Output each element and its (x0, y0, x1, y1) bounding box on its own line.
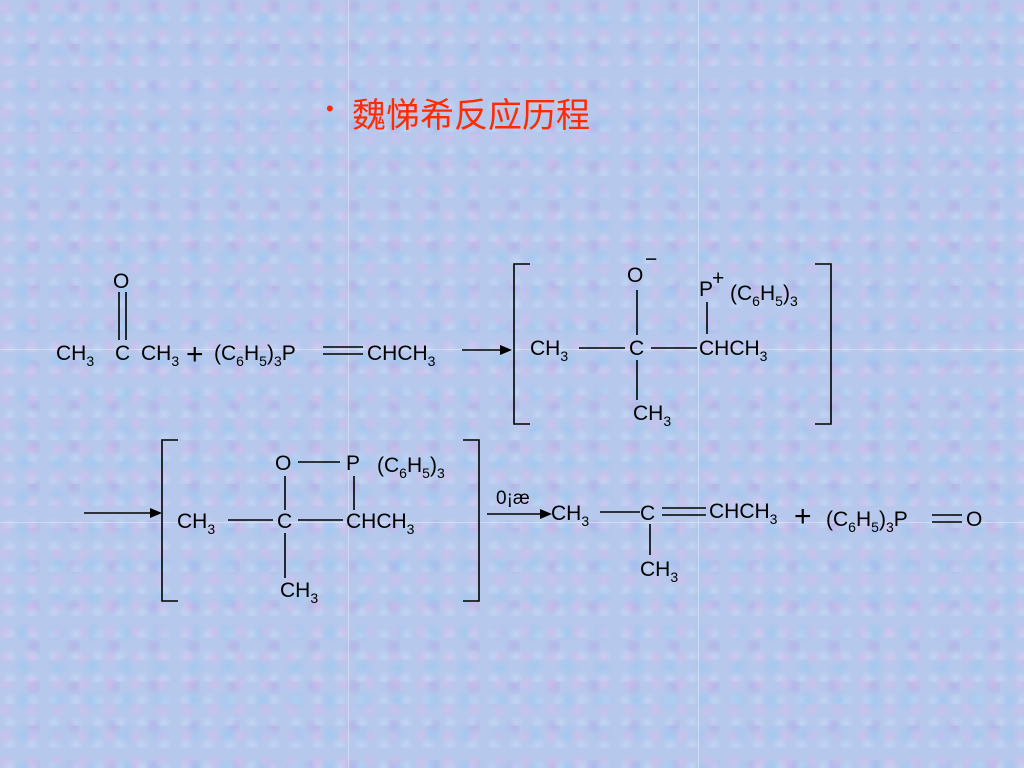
slide-title: 魏悌希反应历程 (352, 96, 590, 136)
group-triphenylphosphonium: (C6H5)3P (214, 342, 296, 369)
plus-operator: + (794, 500, 812, 533)
group-ch3: CH3 (633, 402, 671, 429)
atom-carbon: C (277, 510, 292, 533)
group-ch3: CH3 (280, 579, 318, 606)
arrow-head (500, 345, 512, 355)
atom-carbon: C (629, 337, 644, 360)
background-tile-seam (0, 349, 1024, 350)
group-triphenyl: (C6H5)3 (377, 454, 445, 481)
arrow-head (540, 509, 552, 519)
group-chch3: CHCH3 (709, 500, 778, 527)
atom-oxygen: O (113, 270, 129, 293)
title-bullet: • (326, 96, 334, 121)
charge-plus: + (712, 267, 724, 290)
charge-minus: − (645, 248, 657, 271)
background-tile-seam (348, 0, 349, 768)
background-tile-seam (698, 0, 699, 768)
group-ch3: CH3 (177, 510, 215, 537)
bracket-right (463, 439, 480, 602)
bracket-left (513, 263, 530, 425)
bracket-right (815, 263, 832, 425)
group-chch3: CHCH3 (346, 510, 415, 537)
atom-carbon: C (640, 502, 655, 525)
atom-oxygen: O (275, 452, 291, 475)
group-ch3: CH3 (530, 337, 568, 364)
group-ch3: CH3 (640, 558, 678, 585)
atom-phosphorus: P (699, 278, 713, 301)
plus-operator: + (186, 338, 204, 371)
group-chch3: CHCH3 (367, 342, 436, 369)
atom-oxygen: O (966, 508, 982, 531)
group-triphenyl: (C6H5)3 (730, 282, 798, 309)
background-tile-seam (0, 522, 1024, 523)
bracket-left (161, 439, 178, 602)
atom-oxygen: O (627, 264, 643, 287)
group-chch3: CHCH3 (699, 337, 768, 364)
group-ch3: CH3 (141, 342, 179, 369)
group-triphenylphosphine: (C6H5)3P (826, 508, 908, 535)
atom-carbon: C (115, 342, 130, 365)
arrow-head (150, 508, 162, 518)
group-ch3: CH3 (56, 342, 94, 369)
group-ch3: CH3 (551, 502, 589, 529)
reaction-condition-label: 0¡æ (496, 488, 530, 509)
atom-phosphorus: P (346, 452, 360, 475)
